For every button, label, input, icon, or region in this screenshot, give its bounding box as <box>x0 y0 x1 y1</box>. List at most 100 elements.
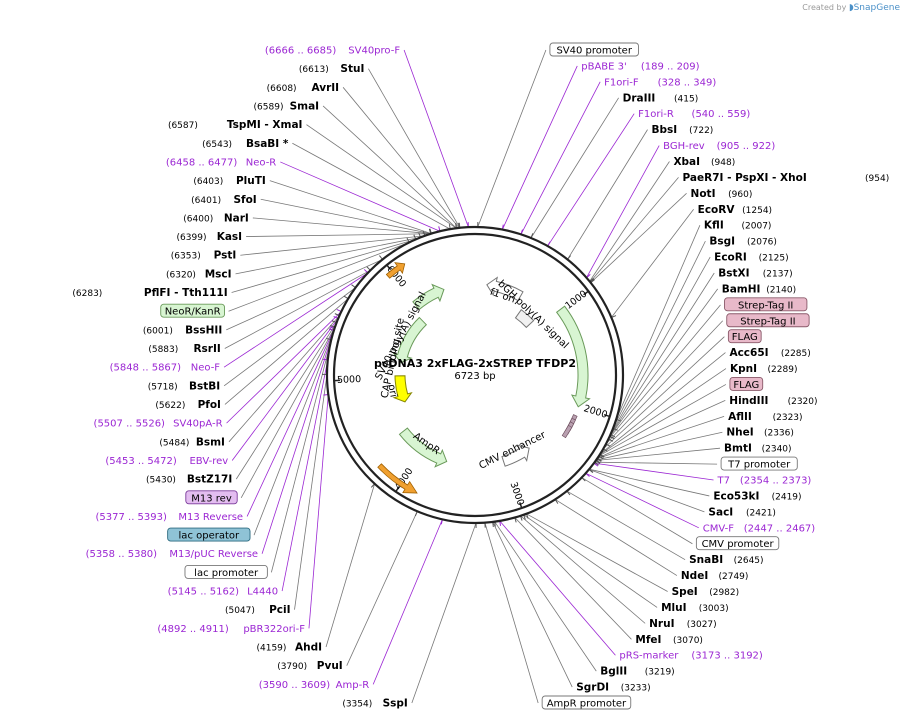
primer-label[interactable]: M13/pUC Reverse(5358 .. 5380) <box>86 549 258 560</box>
enzyme-site-label[interactable]: BstBI(5718) <box>148 380 220 392</box>
enzyme-site-label[interactable]: BamHI(2140) <box>722 283 796 295</box>
enzyme-site-label[interactable]: PciI(5047) <box>225 604 291 616</box>
enzyme-site-label[interactable]: SmaI(6589) <box>254 100 320 112</box>
enzyme-site-label[interactable]: SacI(2421) <box>708 506 776 518</box>
primer-label[interactable]: pBR322ori-F(4892 .. 4911) <box>157 624 305 635</box>
enzyme-site-label[interactable]: BbsI(722) <box>652 124 714 136</box>
enzyme-site-label[interactable]: SfoI(6401) <box>191 194 257 206</box>
feature-tag[interactable]: FLAG <box>727 329 762 344</box>
enzyme-site-label[interactable]: SpeI(2982) <box>672 586 740 598</box>
primer-label[interactable]: EBV-rev(5453 .. 5472) <box>105 456 228 467</box>
leader-line <box>224 298 349 405</box>
feature-tag[interactable]: M13 rev <box>185 490 238 505</box>
enzyme-site-label[interactable]: NdeI(2749) <box>681 570 749 582</box>
feature-arrow[interactable] <box>501 444 530 467</box>
feature-tag[interactable]: lac operator <box>167 527 251 542</box>
enzyme-site-label[interactable]: AhdI(4159) <box>256 642 322 654</box>
feature-tag[interactable]: SV40 promoter <box>549 42 639 57</box>
leader-line <box>292 142 451 230</box>
enzyme-site-label[interactable]: BsmI(5484) <box>159 436 225 448</box>
enzyme-site-label[interactable]: NruI(3027) <box>649 618 717 630</box>
enzyme-site-label[interactable]: EcoRV(1254) <box>698 204 772 216</box>
enzyme-site-label[interactable]: XbaI(948) <box>673 156 735 168</box>
enzyme-site-label[interactable]: PfoI(5622) <box>155 399 221 411</box>
feature-arrow[interactable] <box>514 309 535 329</box>
enzyme-site-label[interactable]: DraIII(415) <box>623 92 699 104</box>
primer-label[interactable]: pRS-marker(3173 .. 3192) <box>619 651 763 662</box>
feature-tag[interactable]: lac promoter <box>184 564 268 579</box>
enzyme-site-label[interactable]: PluTI(6403) <box>193 175 265 187</box>
enzyme-site-label[interactable]: PflFI - Tth111I(6283) <box>72 287 227 299</box>
leader-line <box>599 352 726 455</box>
leader-line <box>372 519 443 685</box>
enzyme-site-label[interactable]: AflII(2323) <box>728 411 802 423</box>
enzyme-site-label[interactable]: BstZ17I(5430) <box>146 474 232 486</box>
enzyme-site-label[interactable]: BssHII(6001) <box>143 324 222 336</box>
feature-arrow[interactable] <box>412 283 445 311</box>
primer-label[interactable]: Amp-R(3590 .. 3609) <box>259 680 369 691</box>
leader-line <box>477 49 547 228</box>
feature-tag[interactable]: Strep-Tag II <box>726 313 810 328</box>
enzyme-site-label[interactable]: MscI(6320) <box>166 268 232 280</box>
enzyme-site-label[interactable]: PstI(6353) <box>171 250 237 262</box>
feature-tag[interactable]: Strep-Tag II <box>724 297 808 312</box>
enzyme-site-label[interactable]: SgrDI(3233) <box>576 682 650 694</box>
enzyme-site-label[interactable]: BmtI(2340) <box>724 443 792 455</box>
primer-label[interactable]: M13 Reverse(5377 .. 5393) <box>95 512 243 523</box>
feature-tag[interactable]: AmpR promoter <box>541 695 632 710</box>
enzyme-site-label[interactable]: NarI(6400) <box>183 212 249 224</box>
enzyme-site-label[interactable]: StuI(6613) <box>299 63 365 75</box>
enzyme-site-label[interactable]: MfeI(3070) <box>635 634 703 646</box>
primer-label[interactable]: T7(2354 .. 2373) <box>717 476 812 487</box>
primer-label[interactable]: CMV-F(2447 .. 2467) <box>703 523 816 534</box>
leader-line <box>231 318 339 461</box>
enzyme-site-label[interactable]: KpnI(2289) <box>730 363 798 375</box>
enzyme-site-label[interactable]: TspMI - XmaI(6587) <box>168 119 303 131</box>
enzyme-site-label[interactable]: Eco53kI(2419) <box>713 490 801 502</box>
feature-arrow[interactable] <box>377 463 418 494</box>
leader-line <box>609 272 715 437</box>
enzyme-site-label[interactable]: BsgI(2076) <box>709 236 777 248</box>
primer-label[interactable]: SV40pA-R(5507 .. 5526) <box>94 419 223 430</box>
feature-tag[interactable]: T7 promoter <box>720 456 798 471</box>
feature-tag[interactable]: CMV promoter <box>695 536 780 551</box>
primer-label[interactable]: Neo-F(5848 .. 5867) <box>110 363 221 374</box>
primer-label[interactable]: SV40pro-F(6666 .. 6685) <box>265 46 400 57</box>
enzyme-site-label[interactable]: KflI(2007) <box>704 220 772 232</box>
enzyme-site-label[interactable]: PvuI(3790) <box>277 660 343 672</box>
feature-arrow[interactable] <box>392 316 428 364</box>
feature-arrow[interactable] <box>555 305 591 408</box>
enzyme-site-label[interactable]: SspI(3354) <box>342 698 408 710</box>
tag-box <box>727 329 762 344</box>
feature-tag[interactable]: FLAG <box>729 377 764 391</box>
feature-arrow[interactable] <box>486 276 524 302</box>
enzyme-site-label[interactable]: NheI(2336) <box>726 427 794 439</box>
enzyme-site-label[interactable]: BglII(3219) <box>600 666 674 678</box>
leader-line <box>226 311 342 424</box>
primer-label[interactable]: pBABE 3'(189 .. 209) <box>581 61 699 72</box>
site-name: PluTI <box>236 175 266 187</box>
feature-arrow[interactable] <box>392 375 413 403</box>
enzyme-site-label[interactable]: KasI(6399) <box>177 231 243 243</box>
enzyme-site-label[interactable]: HindIII(2320) <box>729 395 817 407</box>
enzyme-site-label[interactable]: AvrII(6608) <box>267 82 339 94</box>
feature-arrow[interactable] <box>398 427 448 468</box>
enzyme-site-label[interactable]: SnaBI(2645) <box>689 554 763 566</box>
primer-label[interactable]: L4440(5145 .. 5162) <box>168 587 278 598</box>
enzyme-site-label[interactable]: Acc65I(2285) <box>729 347 810 359</box>
enzyme-site-label[interactable]: EcoRI(2125) <box>714 252 788 264</box>
enzyme-site-label[interactable]: NotI(960) <box>691 188 753 200</box>
enzyme-site-label[interactable]: MluI(3003) <box>661 602 729 614</box>
feature-tag[interactable]: NeoR/KanR <box>160 303 225 318</box>
primer-label[interactable]: BGH-rev(905 .. 922) <box>663 141 775 152</box>
primer-label[interactable]: Neo-R(6458 .. 6477) <box>166 157 276 168</box>
tag-box[interactable] <box>561 424 573 439</box>
enzyme-site-label[interactable]: RsrII(5883) <box>148 343 220 355</box>
primer-label[interactable]: F1ori-F(328 .. 349) <box>604 77 716 88</box>
primer-label[interactable]: F1ori-R(540 .. 559) <box>638 109 750 120</box>
feature-arrow[interactable] <box>385 262 406 279</box>
enzyme-site-label[interactable]: BsaBI *(6543) <box>202 138 289 150</box>
enzyme-site-label[interactable]: BstXI(2137) <box>718 267 792 279</box>
site-name: SacI <box>708 506 733 518</box>
enzyme-site-label[interactable]: PaeR7I - PspXI - XhoI(954) <box>683 172 890 184</box>
